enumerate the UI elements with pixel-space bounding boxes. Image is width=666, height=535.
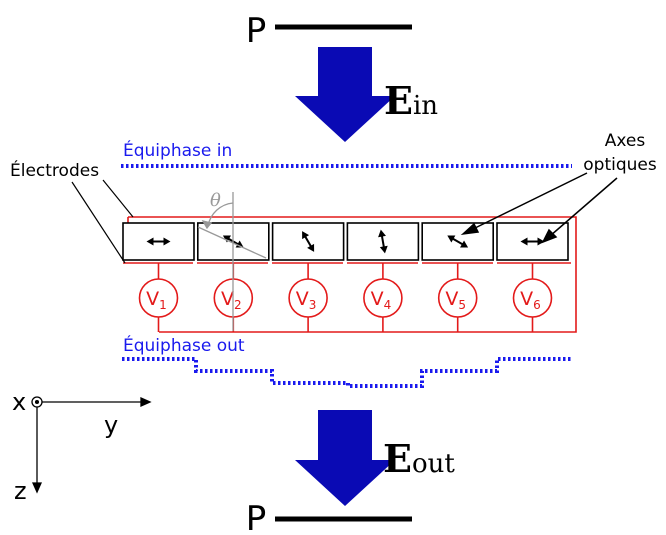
field-out-label: Eout [383, 436, 455, 481]
pixel-1 [122, 222, 195, 261]
z-axis-head [31, 482, 43, 494]
optical-axis-arrow [447, 235, 469, 248]
electrode-circuit [123, 216, 577, 333]
axes-label-line2: optiques [583, 155, 657, 175]
angle-arc-head [201, 219, 213, 230]
axes-pointers [460, 172, 618, 244]
coord-y-label: y [104, 411, 118, 439]
voltage-label: V2 [221, 288, 242, 312]
field-out-arrow [295, 410, 395, 506]
voltage-label: V4 [371, 288, 392, 312]
electrode-pointer-top [102, 179, 134, 218]
axes-pointer-1 [470, 172, 588, 231]
optical-axis-arrow [302, 231, 315, 252]
pixel-5 [421, 222, 495, 261]
field-in-symbol: E [384, 78, 413, 123]
voltage-label: V1 [146, 288, 167, 312]
pixel-4 [346, 222, 420, 261]
voltage-sources: V1 V2 V3 V4 V5 V6 [138, 278, 553, 318]
voltage-source-4: V4 [363, 278, 403, 318]
angle-axis-line [197, 226, 267, 259]
x-axis-dot [34, 399, 40, 405]
phase-out-line [122, 357, 572, 388]
voltage-label: V3 [296, 288, 317, 312]
field-in-subscript: in [413, 91, 438, 121]
electrode-pointer-bottom [71, 181, 126, 264]
axes-pointer-2 [549, 177, 618, 237]
y-axis-head [140, 396, 152, 408]
optical-axis-arrow [146, 237, 171, 246]
angle-annotation [197, 192, 267, 331]
optical-axis-arrow [378, 229, 388, 254]
voltage-source-5: V5 [437, 278, 478, 318]
coord-x-label: x [12, 388, 26, 416]
polarizer-top-label: P [246, 11, 267, 51]
field-out-subscript: out [412, 449, 455, 479]
polarizer-bottom-label: P [246, 499, 267, 535]
voltage-source-6: V6 [512, 278, 553, 318]
optical-axis-arrow [520, 237, 545, 246]
pixel-3 [271, 222, 345, 261]
axes-pointer-2-head [541, 228, 558, 244]
voltage-source-1: V1 [138, 278, 179, 318]
axes-pointer-1-head [460, 222, 480, 236]
phase-in-label: Équiphase in [123, 139, 232, 161]
coord-z-label: z [14, 477, 27, 505]
axes-label-line1: Axes [605, 131, 646, 151]
voltage-label: V6 [520, 288, 541, 312]
voltage-label: V5 [445, 288, 466, 312]
field-in-label: Ein [384, 78, 438, 123]
field-in-arrow [295, 47, 395, 142]
field-out-symbol: E [383, 436, 412, 481]
phase-out-label: Équiphase out [123, 334, 245, 356]
voltage-source-3: V3 [288, 278, 328, 318]
pixel-6 [496, 222, 569, 261]
electrodes-label: Électrodes [10, 159, 99, 181]
lc-pixel-row [122, 222, 569, 261]
coordinate-axes [31, 396, 152, 494]
angle-label: θ [210, 190, 221, 211]
